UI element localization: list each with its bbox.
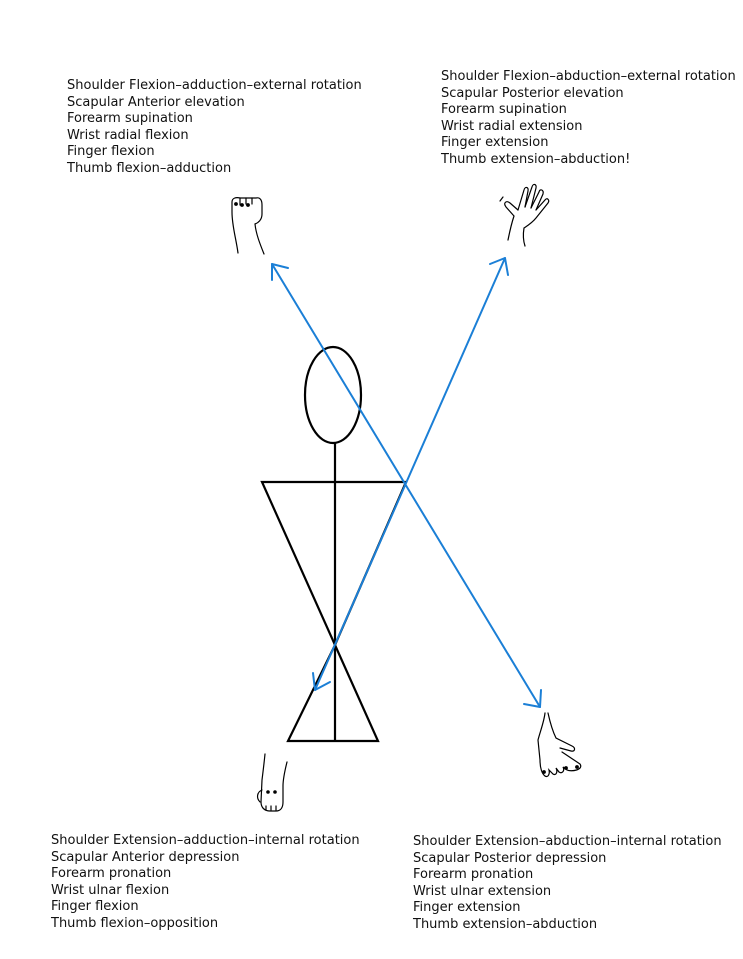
diagonal-arrows [271, 257, 542, 708]
diagonal-text-bottom-right: Shoulder Extension–abduction–internal ro… [413, 834, 722, 933]
arrow-d1-head-top [271, 263, 289, 281]
label-line: Forearm supination [441, 102, 567, 117]
open-hand-icon [499, 183, 550, 247]
label-line: Thumb flexion–adduction [67, 160, 232, 176]
label-line: Forearm supination [67, 111, 193, 126]
label-line: Finger flexion [67, 144, 155, 159]
arrow-d2-line [314, 257, 506, 691]
label-line: Finger flexion [51, 899, 139, 914]
closed-fist-hand-icon [231, 197, 265, 255]
label-line: Shoulder Flexion–abduction–external rota… [441, 69, 736, 84]
figure-lower-triangle [286, 642, 380, 743]
label-line: Wrist radial flexion [67, 127, 189, 143]
stick-figure [260, 345, 408, 743]
arrow-d2-head-top [489, 257, 509, 276]
label-line: Wrist radial extension [441, 118, 583, 134]
label-line: Scapular Anterior elevation [67, 94, 245, 110]
diagonal-text-top-left: Shoulder Flexion–adduction–external rota… [67, 78, 362, 177]
arrow-d2-head-bottom [312, 672, 331, 691]
arrow-d1-head-bottom [523, 689, 542, 708]
label-line: Thumb extension–abduction [413, 916, 598, 932]
label-line: Finger extension [413, 900, 521, 915]
diagonal-text-bottom-left: Shoulder Extension–adduction–internal ro… [51, 833, 360, 932]
label-line: Scapular Anterior depression [51, 849, 240, 865]
label-line: Shoulder Extension–adduction–internal ro… [51, 833, 360, 848]
label-line: Shoulder Extension–abduction–internal ro… [413, 834, 722, 849]
open-hand-down-icon [537, 712, 582, 778]
label-line: Thumb flexion–opposition [51, 915, 219, 931]
label-line: Scapular Posterior elevation [441, 85, 624, 101]
label-line: Wrist ulnar flexion [51, 882, 170, 898]
closed-hand-down-icon [256, 753, 288, 812]
label-line: Wrist ulnar extension [413, 883, 552, 899]
label-line: Shoulder Flexion–adduction–external rota… [67, 78, 362, 93]
figure-head [303, 345, 363, 445]
label-line: Forearm pronation [413, 867, 534, 882]
label-line: Thumb extension–abduction! [441, 151, 631, 167]
label-line: Scapular Posterior depression [413, 850, 607, 866]
label-line: Forearm pronation [51, 866, 172, 881]
label-line: Finger extension [441, 135, 549, 150]
diagonal-text-top-right: Shoulder Flexion–abduction–external rota… [441, 69, 736, 168]
